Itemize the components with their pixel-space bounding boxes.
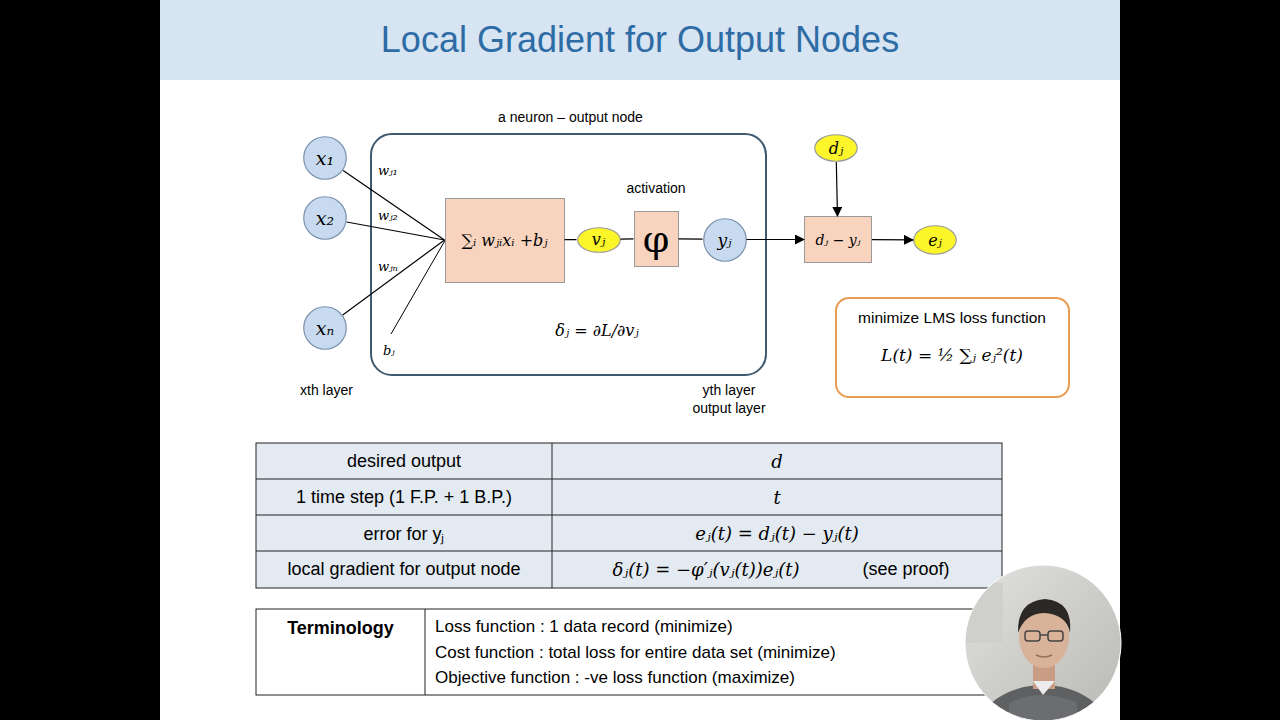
node-text: ∑ᵢ wⱼᵢxᵢ +bⱼ bbox=[446, 199, 564, 282]
layer-label: yth layer output layer bbox=[684, 380, 774, 418]
layer-label: xth layer bbox=[300, 380, 390, 400]
node-shape bbox=[577, 227, 620, 252]
output-node: yⱼ bbox=[703, 218, 747, 262]
loss-box: minimize LMS loss functionL(t) = ½ ∑ⱼ eⱼ… bbox=[835, 297, 1070, 398]
node-shape bbox=[304, 197, 347, 240]
node-text: x₁ bbox=[303, 136, 347, 180]
activation-symbol: φ bbox=[635, 212, 678, 266]
error-ellipse: eⱼ bbox=[913, 225, 957, 255]
desired-ellipse: dⱼ bbox=[814, 134, 858, 162]
loss-formula: L(t) = ½ ∑ⱼ eⱼ²(t) bbox=[837, 335, 1067, 375]
node-text: eⱼ bbox=[913, 225, 957, 255]
table-cell: t bbox=[552, 479, 1002, 515]
local-gradient-formula: δⱼ = ∂L/∂vⱼ bbox=[532, 317, 662, 343]
connector-line bbox=[343, 240, 445, 315]
node-heading: activation bbox=[604, 178, 709, 198]
table-cell: local gradient for output node bbox=[256, 551, 552, 588]
terminology-item: Cost function : total loss for entire da… bbox=[435, 640, 975, 666]
connector-arrow bbox=[872, 239, 913, 240]
table-cell: desired output bbox=[256, 443, 552, 479]
node-text: x₂ bbox=[303, 196, 347, 240]
connector-arrow bbox=[747, 239, 805, 240]
terminology-item: Loss function : 1 data record (minimize) bbox=[435, 614, 975, 640]
node-text: yⱼ bbox=[703, 218, 747, 262]
node-shape bbox=[304, 137, 347, 180]
node-heading: minimize LMS loss function bbox=[837, 306, 1067, 330]
node-shape bbox=[304, 307, 347, 350]
table-header: Terminology bbox=[256, 612, 425, 644]
node-shape bbox=[703, 218, 746, 261]
table-rule bbox=[256, 551, 1002, 552]
neuron-box: a neuron – output nodeδⱼ = ∂L/∂vⱼ∑ᵢ wⱼᵢx… bbox=[370, 133, 767, 376]
node-text: dⱼ bbox=[814, 134, 858, 162]
signal-ellipse: vⱼ bbox=[577, 227, 621, 253]
connector-line bbox=[565, 239, 577, 240]
error-box: dⱼ − yⱼ bbox=[804, 216, 872, 263]
table-frame bbox=[256, 443, 1002, 588]
connector-line bbox=[679, 238, 703, 240]
input-node: x₁ bbox=[303, 136, 347, 180]
node-shape bbox=[815, 135, 858, 162]
weight-label: wⱼₙ bbox=[378, 256, 422, 276]
summation-box: ∑ᵢ wⱼᵢxᵢ +bⱼ bbox=[445, 198, 565, 283]
node-shape bbox=[914, 226, 957, 255]
table-rule bbox=[256, 479, 1002, 480]
terminology-item: Objective function : -ve loss function (… bbox=[435, 665, 975, 691]
node-heading: a neuron – output node bbox=[372, 107, 769, 127]
table-cell: eⱼ(t) = dⱼ(t) − yⱼ(t) bbox=[552, 515, 1002, 551]
bias-label: bⱼ bbox=[383, 340, 413, 360]
table-rule bbox=[552, 443, 553, 588]
slide-title: Local Gradient for Output Nodes bbox=[160, 0, 1120, 80]
bias-line bbox=[391, 241, 445, 335]
table-rule bbox=[256, 515, 1002, 516]
table-note: (see proof) bbox=[856, 551, 956, 588]
table-cell: δⱼ(t) = −φ′ⱼ(vⱼ(t))eⱼ(t) bbox=[556, 551, 856, 588]
table-rule bbox=[425, 609, 426, 695]
input-node: xₙ bbox=[303, 306, 347, 350]
connector-line bbox=[347, 222, 445, 240]
activation-box: activationφ bbox=[634, 211, 679, 267]
presenter-webcam bbox=[963, 563, 1123, 720]
weight-label: wⱼ₂ bbox=[378, 205, 422, 225]
connector-line bbox=[343, 170, 444, 240]
input-node: x₂ bbox=[303, 196, 347, 240]
node-text: xₙ bbox=[303, 306, 347, 350]
table-cell: error for yⱼ bbox=[256, 515, 552, 551]
connector-line bbox=[620, 238, 633, 239]
table-frame bbox=[256, 609, 1002, 695]
node-text: vⱼ bbox=[577, 227, 621, 253]
table-cell: d bbox=[552, 443, 1002, 479]
table-cell: 1 time step (1 F.P. + 1 B.P.) bbox=[256, 479, 552, 515]
weight-label: wⱼ₁ bbox=[378, 160, 422, 180]
connector-arrow bbox=[836, 162, 837, 216]
node-text: dⱼ − yⱼ bbox=[805, 217, 871, 262]
